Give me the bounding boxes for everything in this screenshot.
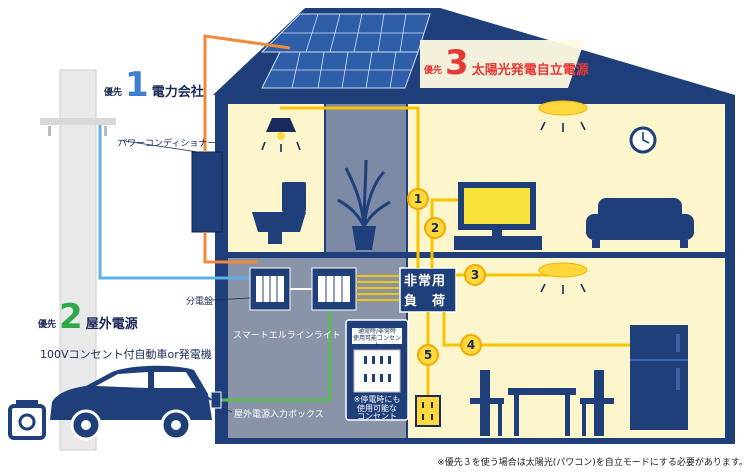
wall-clock-icon bbox=[629, 126, 657, 154]
outlet-box-note-line1: ※停電時にも bbox=[353, 395, 401, 404]
priority-3-prefix: 優先 bbox=[424, 66, 443, 76]
emergency-load-label-line2: 負 荷 bbox=[404, 294, 447, 309]
power-conditioner-label: パワーコンディショナー bbox=[118, 139, 217, 149]
wall-outlet-icon bbox=[415, 395, 441, 427]
outlet-box-title-line2: 使用可能コンセント bbox=[352, 335, 401, 349]
priority-3-label: 優先 3 太陽光発電自立電源 bbox=[424, 46, 589, 80]
priority-3-number: 3 bbox=[445, 43, 469, 83]
outdoor-source-description: 100Vコンセント付自動車or発電機 bbox=[40, 348, 212, 361]
car-cable bbox=[199, 396, 212, 405]
circuit-number-5: 5 bbox=[417, 344, 439, 366]
priority-1-label: 優先 1 電力会社 bbox=[104, 68, 204, 102]
priority-1-text: 電力会社 bbox=[151, 85, 204, 100]
smart-line-to-load-wires bbox=[356, 275, 402, 301]
circuit-number-2: 2 bbox=[424, 217, 446, 239]
outdoor-wire bbox=[218, 310, 332, 402]
circuit-number-1: 1 bbox=[407, 188, 429, 210]
priority-2-prefix: 優先 bbox=[38, 320, 57, 330]
outlet-box-note-line3: コンセント bbox=[357, 412, 397, 421]
priority-2-label: 優先 2 屋外電源 bbox=[38, 300, 138, 334]
circuit-number-4: 4 bbox=[460, 334, 482, 356]
ceiling-light-upper-right bbox=[538, 100, 588, 132]
priority-2-number: 2 bbox=[59, 297, 83, 337]
priority-3-panel-highlight bbox=[420, 40, 585, 88]
distribution-board bbox=[249, 267, 291, 311]
car-icon bbox=[50, 365, 212, 441]
potted-plant-icon bbox=[337, 159, 391, 250]
solar-panel-array bbox=[260, 13, 431, 89]
television-icon bbox=[454, 182, 542, 250]
footnote: ※優先３を使う場合は太陽光(パワコン)を自立モードにする必要があります。 bbox=[437, 458, 748, 468]
smart-line-label: スマートエルラインライト bbox=[233, 331, 341, 341]
toilet-icon bbox=[252, 182, 306, 244]
outlet-box-note-line2: 使用可能な bbox=[357, 404, 397, 413]
priority-3-text: 太陽光発電自立電源 bbox=[471, 63, 589, 78]
refrigerator-icon bbox=[630, 325, 688, 430]
generator-icon bbox=[8, 400, 46, 440]
dining-set-icon bbox=[470, 370, 614, 436]
priority-2-text: 屋外電源 bbox=[85, 317, 138, 332]
sofa-icon bbox=[586, 198, 694, 248]
smart-line-unit bbox=[311, 267, 357, 311]
ceiling-light-lower-right bbox=[538, 262, 588, 294]
ceiling-light-upstairs bbox=[261, 118, 301, 152]
emergency-load-label-line1: 非常用 bbox=[404, 274, 447, 289]
priority-1-number: 1 bbox=[125, 65, 149, 105]
distribution-board-label: 分電盤 bbox=[186, 297, 214, 307]
priority-1-prefix: 優先 bbox=[104, 88, 123, 98]
outdoor-input-box-label: 屋外電源入力ボックス bbox=[234, 410, 324, 420]
power-conditioner-unit bbox=[191, 151, 223, 233]
outlet-box-title-line1: 通常時/非常時 bbox=[357, 328, 397, 335]
backup-outlet-box bbox=[345, 319, 409, 421]
utility-wire bbox=[98, 125, 255, 280]
solar-wire bbox=[203, 34, 291, 264]
circuit-number-3: 3 bbox=[464, 264, 486, 286]
utility-pole bbox=[40, 69, 116, 451]
outdoor-input-box bbox=[210, 391, 222, 409]
